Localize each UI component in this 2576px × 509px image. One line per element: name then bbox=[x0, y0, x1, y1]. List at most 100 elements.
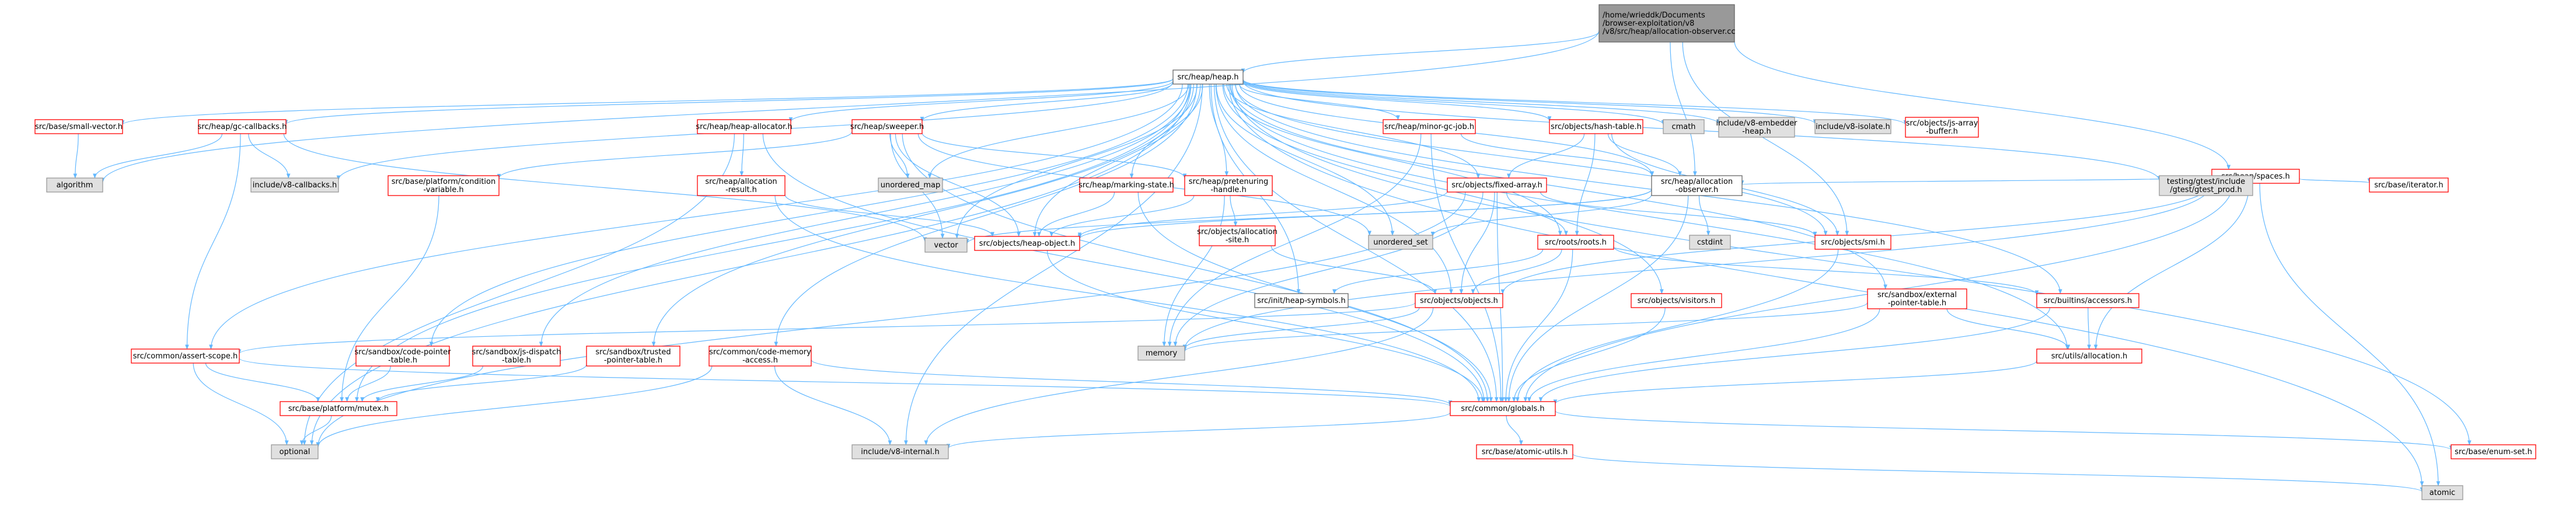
node-label-atomic-0: atomic bbox=[2430, 489, 2455, 497]
node-common_globals[interactable]: src/common/globals.h bbox=[1450, 401, 1556, 416]
edge-heap_h-to-fixed_array bbox=[1226, 83, 1481, 179]
node-objects_smi[interactable]: src/objects/smi.h bbox=[1814, 235, 1891, 250]
node-hash_table[interactable]: src/objects/hash-table.h bbox=[1549, 119, 1643, 134]
edge-roots_h-to-heap_symbols bbox=[1332, 249, 1544, 294]
node-gc_callbacks[interactable]: src/heap/gc-callbacks.h bbox=[198, 119, 287, 134]
node-allocation_observer_h[interactable]: src/heap/allocation-observer.h bbox=[1651, 175, 1743, 196]
edge-common_globals-to-enum_set bbox=[1555, 410, 2453, 451]
edge-heap_h-to-unordered_set bbox=[1216, 83, 1395, 236]
node-roots_h[interactable]: src/roots/roots.h bbox=[1537, 235, 1614, 250]
node-testing_gtest[interactable]: testing/gtest/include/gtest/gtest_prod.h bbox=[2159, 175, 2253, 196]
node-base_iterator[interactable]: src/base/iterator.h bbox=[2369, 177, 2449, 193]
node-code_memory_access[interactable]: src/common/code-memory-access.h bbox=[708, 346, 812, 367]
node-v8_callbacks[interactable]: include/v8-callbacks.h bbox=[250, 177, 339, 193]
edge-heap_h-to-v8_internal bbox=[904, 83, 1203, 445]
node-assert_scope[interactable]: src/common/assert-scope.h bbox=[131, 348, 240, 364]
node-code_pointer_table[interactable]: src/sandbox/code-pointer-table.h bbox=[354, 346, 451, 367]
node-box-utils_allocation bbox=[2036, 348, 2142, 364]
node-embedder_heap[interactable]: include/v8-embedder-heap.h bbox=[1716, 117, 1798, 138]
edge-heap_h-to-vector bbox=[955, 83, 1198, 239]
node-label-js_dispatch_table-1: -table.h bbox=[502, 356, 531, 365]
edge-sweeper-to-heap_object bbox=[895, 133, 1021, 237]
node-enum_set[interactable]: src/base/enum-set.h bbox=[2451, 444, 2536, 459]
node-v8_internal[interactable]: include/v8-internal.h bbox=[851, 444, 949, 459]
edge-fixed_array-to-objects_smi bbox=[1540, 191, 1817, 237]
edge-roots_h-to-objects_h bbox=[1471, 249, 1562, 294]
node-box-fixed_array bbox=[1447, 177, 1547, 193]
node-marking_state[interactable]: src/heap/marking-state.h bbox=[1078, 177, 1174, 193]
node-js_array_buffer[interactable]: src/objects/js-array-buffer.h bbox=[1905, 117, 1979, 138]
edge-root-to-allocation_observer_h bbox=[1670, 41, 1697, 176]
edge-utils_allocation-to-common_globals bbox=[1553, 360, 2037, 405]
node-label-pretenuring_handle-0: src/heap/pretenuring bbox=[1189, 177, 1269, 186]
node-label-fixed_array-0: src/objects/fixed-array.h bbox=[1451, 181, 1542, 190]
node-allocation_result[interactable]: src/heap/allocation-result.h bbox=[697, 175, 786, 196]
node-label-common_globals-0: src/common/globals.h bbox=[1461, 405, 1544, 413]
edge-gc_callbacks-to-vector bbox=[283, 133, 927, 242]
edge-hash_table-to-fixed_array bbox=[1507, 133, 1585, 179]
node-small_vector[interactable]: src/base/small-vector.h bbox=[34, 119, 123, 134]
node-unordered_map[interactable]: unordered_map bbox=[878, 177, 943, 193]
node-label-condition_variable-0: src/base/platform/condition bbox=[392, 177, 495, 186]
node-label-allocation_site-0: src/objects/allocation bbox=[1197, 228, 1277, 236]
node-label-embedder_heap-0: include/v8-embedder bbox=[1716, 119, 1798, 128]
node-box-cstdint bbox=[1689, 235, 1731, 250]
edge-heap_h-to-hash_table bbox=[1242, 81, 1552, 121]
node-builtins_accessors[interactable]: src/builtins/accessors.h bbox=[2036, 293, 2139, 308]
edge-external_pointer_table-to-memory bbox=[1182, 302, 1868, 352]
node-v8_isolate[interactable]: include/v8-isolate.h bbox=[1814, 119, 1891, 134]
edge-fixed_array-to-memory bbox=[1173, 191, 1484, 347]
edge-heap_h-to-utils_allocation bbox=[1230, 83, 2069, 350]
node-algorithm[interactable]: algorithm bbox=[46, 177, 103, 193]
node-vector[interactable]: vector bbox=[924, 238, 968, 253]
node-label-roots_h-0: src/roots/roots.h bbox=[1545, 238, 1607, 247]
node-heap_h[interactable]: src/heap/heap.h bbox=[1172, 69, 1244, 85]
node-memory[interactable]: memory bbox=[1137, 346, 1185, 361]
node-condition_variable[interactable]: src/base/platform/condition-variable.h bbox=[388, 175, 500, 196]
node-box-heap_allocator bbox=[697, 119, 791, 134]
edge-pretenuring_handle-to-memory bbox=[1162, 195, 1225, 347]
node-js_dispatch_table[interactable]: src/sandbox/js-dispatch-table.h bbox=[472, 346, 561, 367]
edge-objects_h-to-v8_internal bbox=[924, 307, 1434, 445]
edge-root-to-objects_smi bbox=[1682, 41, 1849, 236]
node-external_pointer_table[interactable]: src/sandbox/external-pointer-table.h bbox=[1867, 288, 1967, 309]
node-heap_symbols[interactable]: src/init/heap-symbols.h bbox=[1254, 293, 1349, 308]
node-root[interactable]: /home/wrieddk/Documents/browser-exploita… bbox=[1598, 4, 1736, 43]
node-atomic[interactable]: atomic bbox=[2421, 485, 2463, 500]
node-allocation_site[interactable]: src/objects/allocation-site.h bbox=[1197, 225, 1277, 246]
edge-heap_h-to-objects_smi bbox=[1235, 83, 1828, 236]
node-box-marking_state bbox=[1079, 177, 1174, 193]
edge-gc_callbacks-to-algorithm bbox=[93, 133, 223, 179]
node-objects_visitors[interactable]: src/objects/visitors.h bbox=[1631, 293, 1722, 308]
node-optional[interactable]: optional bbox=[271, 444, 319, 459]
node-heap_allocator[interactable]: src/heap/heap-allocator.h bbox=[696, 119, 793, 134]
node-objects_h[interactable]: src/objects/objects.h bbox=[1415, 293, 1503, 308]
node-minor_gc_job[interactable]: src/heap/minor-gc-job.h bbox=[1383, 119, 1476, 134]
edge-builtins_accessors-to-common_globals bbox=[1538, 307, 2051, 402]
node-label-trusted_pointer_table-0: src/sandbox/trusted bbox=[595, 348, 671, 357]
node-cmath[interactable]: cmath bbox=[1663, 119, 1705, 134]
node-box-unordered_set bbox=[1368, 235, 1433, 250]
node-sweeper[interactable]: src/heap/sweeper.h bbox=[850, 119, 924, 134]
node-trusted_pointer_table[interactable]: src/sandbox/trusted-pointer-table.h bbox=[586, 346, 680, 367]
node-heap_object[interactable]: src/objects/heap-object.h bbox=[974, 236, 1080, 251]
node-box-gc_callbacks bbox=[198, 119, 287, 134]
edge-allocation_site-to-objects_h bbox=[1270, 245, 1437, 294]
node-label-vector-0: vector bbox=[934, 241, 958, 250]
edge-heap_h-to-v8_isolate bbox=[1242, 79, 1817, 124]
node-atomic_utils[interactable]: src/base/atomic-utils.h bbox=[1476, 444, 1573, 459]
node-label-memory-0: memory bbox=[1146, 349, 1178, 358]
node-pretenuring_handle[interactable]: src/heap/pretenuring-handle.h bbox=[1184, 175, 1273, 196]
node-utils_allocation[interactable]: src/utils/allocation.h bbox=[2036, 348, 2142, 364]
edge-heap_h-to-marking_state bbox=[1129, 83, 1203, 179]
edge-js_dispatch_table-to-platform_mutex bbox=[360, 365, 483, 402]
node-label-external_pointer_table-1: -pointer-table.h bbox=[1888, 299, 1946, 308]
edge-objects_h-to-memory bbox=[1182, 307, 1420, 350]
node-cstdint[interactable]: cstdint bbox=[1689, 235, 1731, 250]
node-box-testing_gtest bbox=[2159, 175, 2253, 196]
node-unordered_set[interactable]: unordered_set bbox=[1368, 235, 1433, 250]
node-box-hash_table bbox=[1549, 119, 1643, 134]
node-fixed_array[interactable]: src/objects/fixed-array.h bbox=[1447, 177, 1547, 193]
node-platform_mutex[interactable]: src/base/platform/mutex.h bbox=[280, 401, 397, 416]
